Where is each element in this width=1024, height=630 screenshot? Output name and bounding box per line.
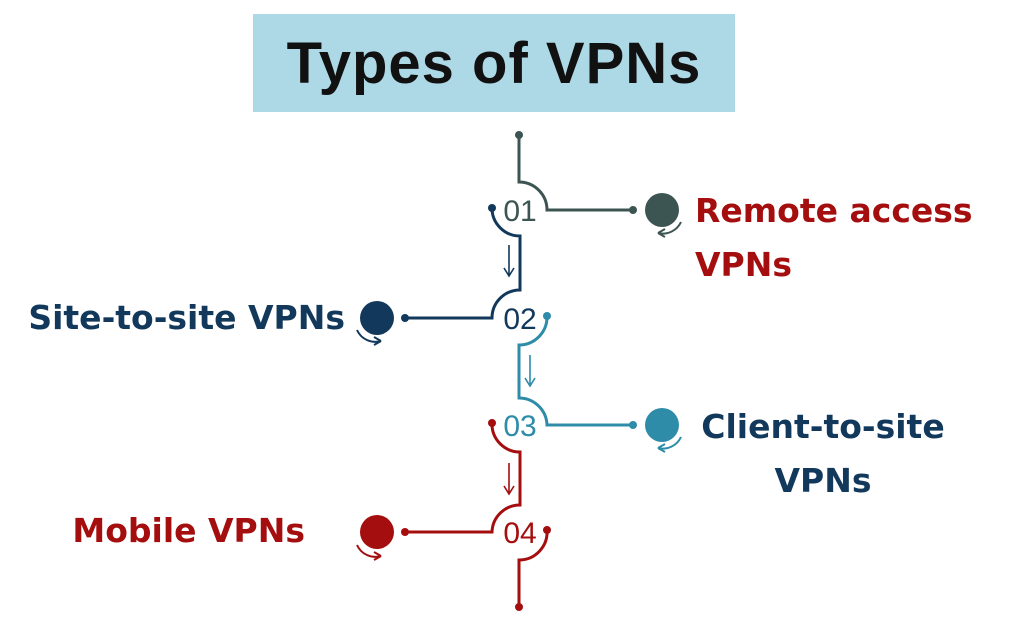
step-4-number: 04 bbox=[503, 517, 536, 550]
step-2-label: Site-to-site VPNs bbox=[28, 298, 345, 337]
step-4-label: Mobile VPNs bbox=[72, 511, 305, 550]
step-2-node bbox=[360, 301, 394, 335]
step-3-connector bbox=[517, 315, 633, 427]
step-1-number: 01 bbox=[503, 195, 536, 228]
step-1-connector bbox=[517, 135, 633, 212]
step-4-connector bbox=[405, 422, 549, 607]
step-2-number: 02 bbox=[503, 303, 536, 336]
step-3-node bbox=[645, 408, 679, 442]
step-2-connector bbox=[405, 207, 522, 320]
step-3-number: 03 bbox=[503, 410, 536, 443]
step-3-label: Client-to-site VPNs bbox=[701, 407, 945, 500]
title-banner: Types of VPNs bbox=[253, 14, 735, 112]
step-1-label: Remote access VPNs bbox=[695, 191, 973, 284]
step-1-node bbox=[645, 193, 679, 227]
step-4-node bbox=[360, 515, 394, 549]
page-title: Types of VPNs bbox=[286, 30, 702, 96]
